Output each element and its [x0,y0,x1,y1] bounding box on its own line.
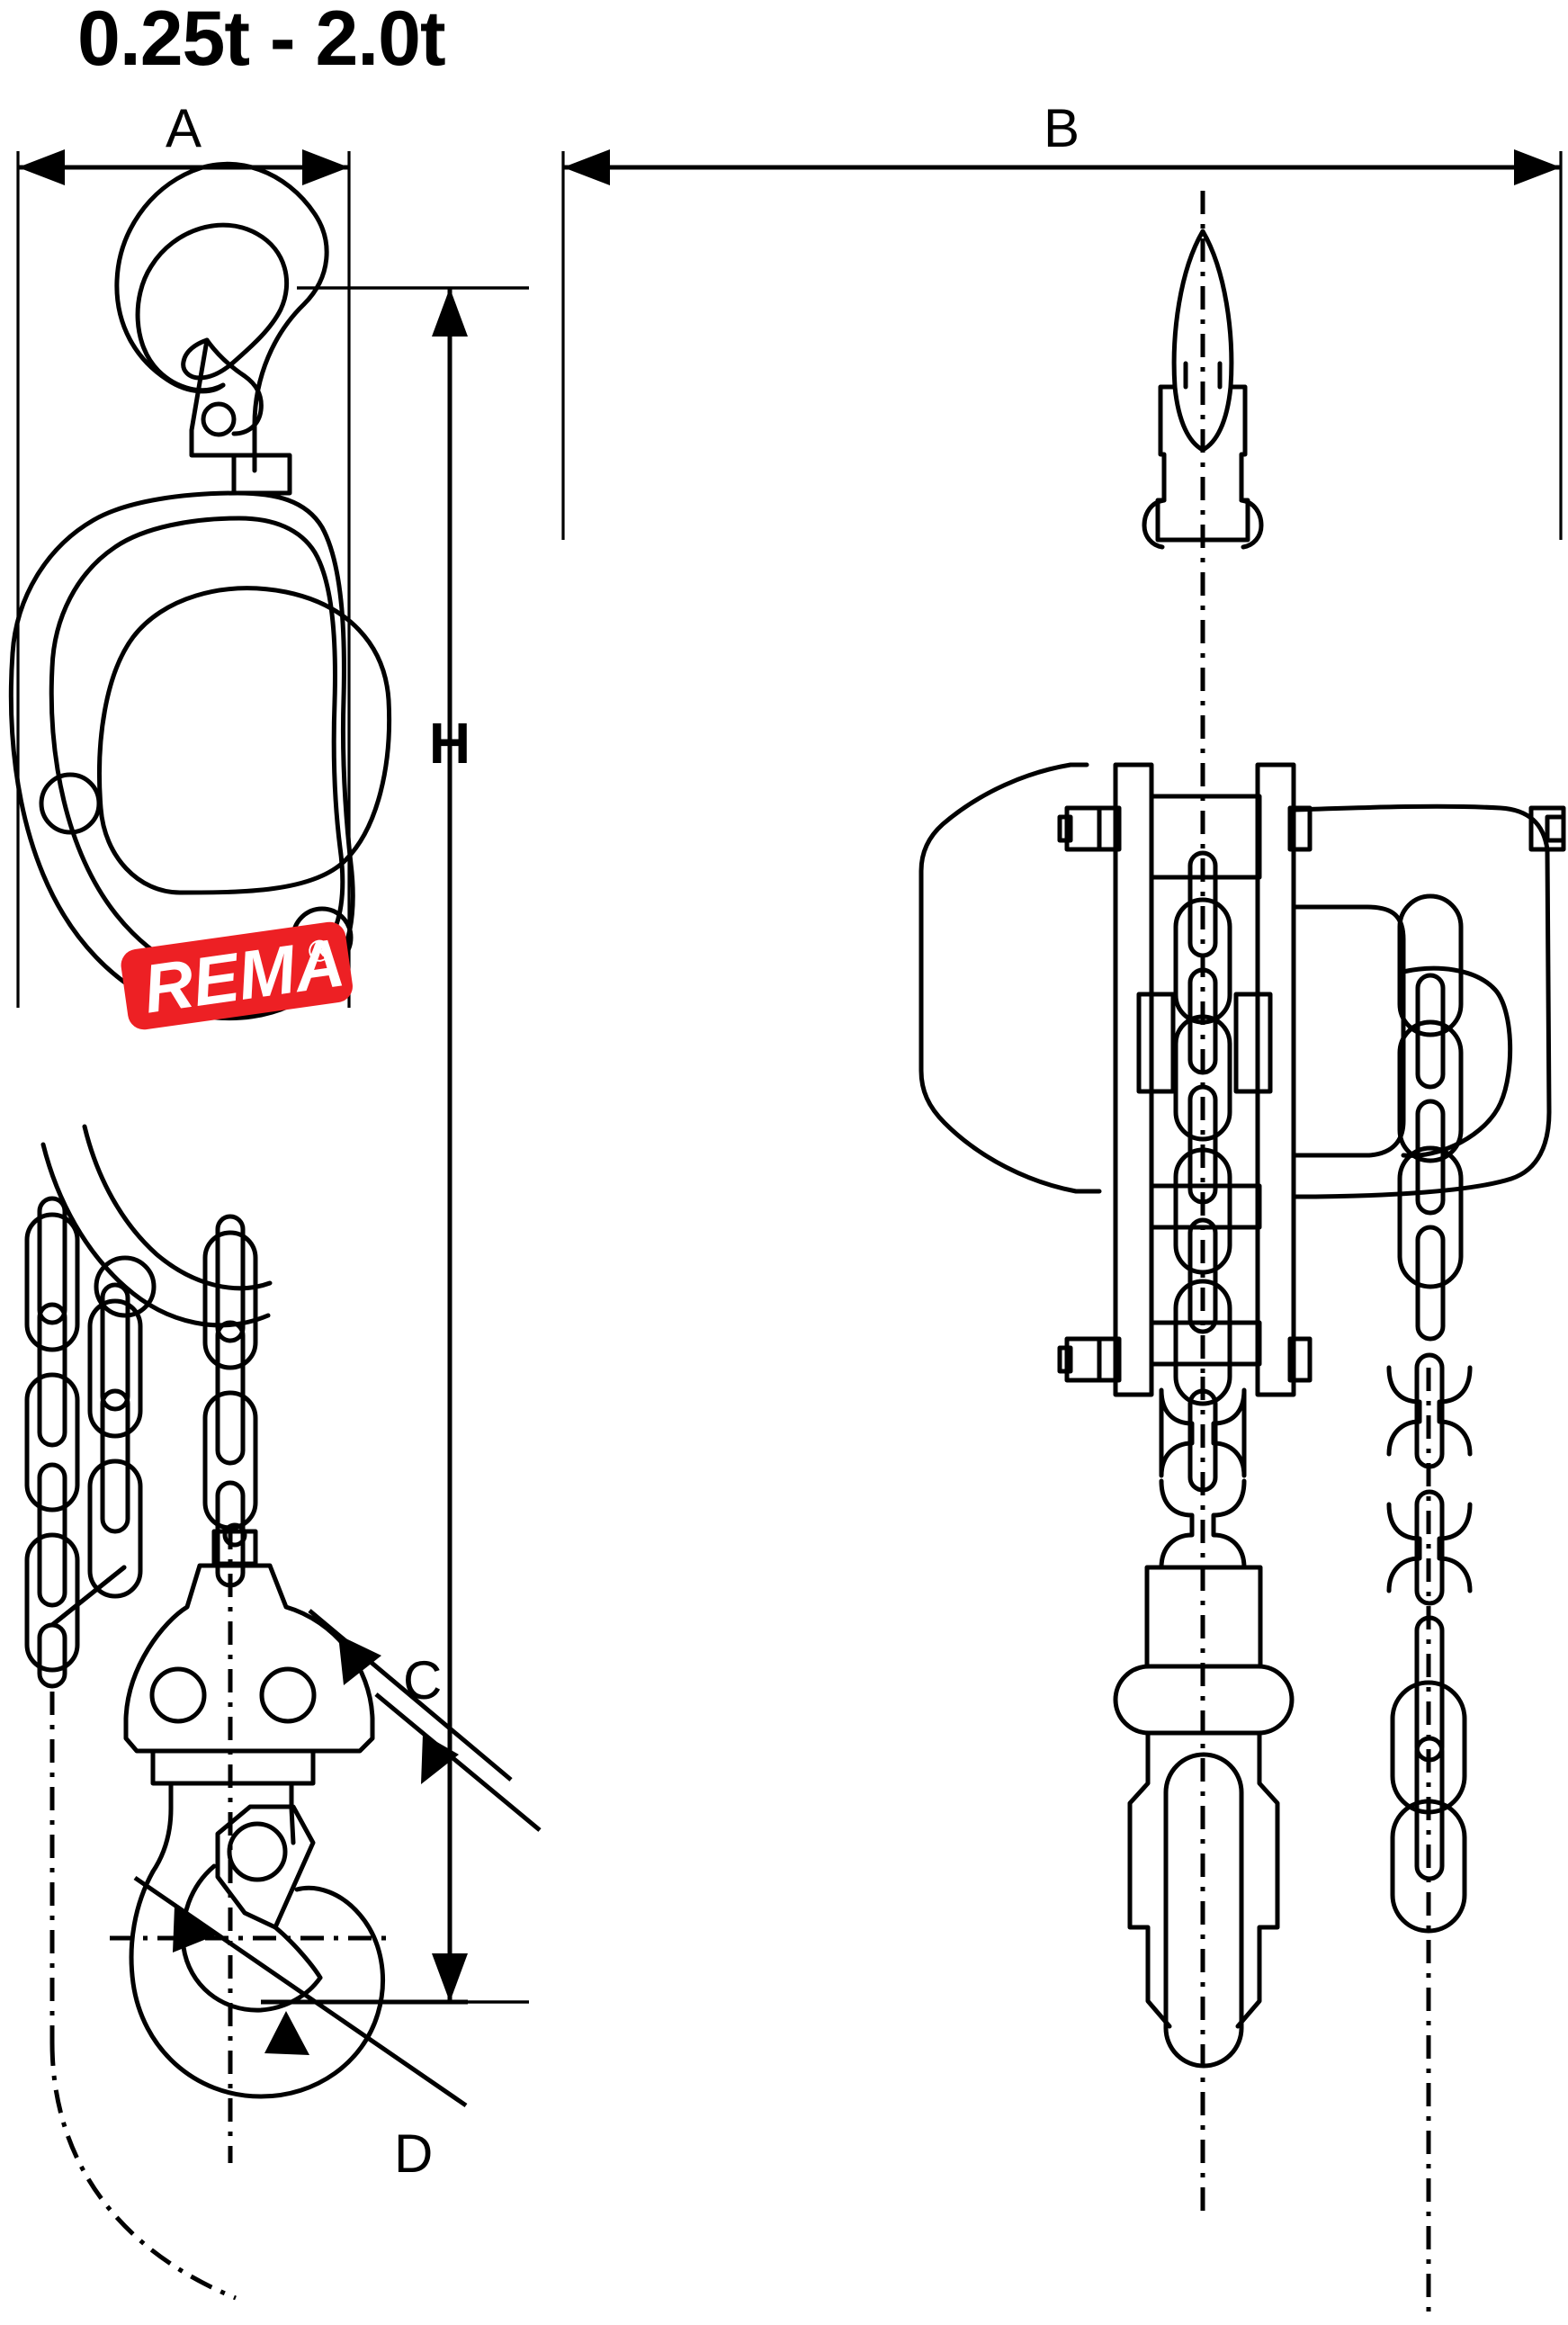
top-hook [114,161,529,496]
load-chain [202,1214,258,1588]
hand-chain-strand-right [87,1282,143,1599]
side-hanging-chain [1386,1352,1473,1934]
side-load-chain [1173,850,1232,1406]
rema-logo-badge [121,921,353,1030]
dimension-c: C [308,1609,542,1832]
side-lower-hook [1113,1387,1295,2069]
side-top-hook [1142,229,1264,550]
dimension-h-label: H [429,711,470,776]
title-capacity-range: 0.25t - 2.0t [77,0,445,82]
hand-chain [24,1196,143,1689]
side-housing [918,762,1566,1397]
bolt-hole-bottom [94,1255,157,1318]
hand-chain-strand-left [24,1196,80,1689]
dimension-b-label: B [1044,98,1080,158]
bolt-hole-top-left [39,772,102,835]
dimension-c-label: C [403,1650,442,1710]
side-hand-chain [1397,893,1464,1342]
block-hole-right [259,1666,317,1724]
dimension-d: D [133,1875,468,2184]
latch-pivot-pin [201,401,237,437]
block-hole-left [149,1666,207,1724]
lower-latch-pin [227,1821,288,1882]
dimension-b: B [561,98,1563,540]
dimension-c-line-lower [374,1692,542,1832]
hoist-housing: REMA ® [8,490,392,1328]
hand-chain-loop-path [49,2042,237,2301]
dimension-a-label: A [166,98,202,158]
dimension-d-label: D [394,2123,433,2184]
side-view [918,191,1566,2312]
front-view: REMA ® [8,161,542,2301]
rema-logo: REMA ® [121,921,353,1030]
side-hook-collar [1113,1664,1295,1736]
dimension-d-line [133,1875,468,2108]
side-hook-shank [1163,1752,1244,2069]
